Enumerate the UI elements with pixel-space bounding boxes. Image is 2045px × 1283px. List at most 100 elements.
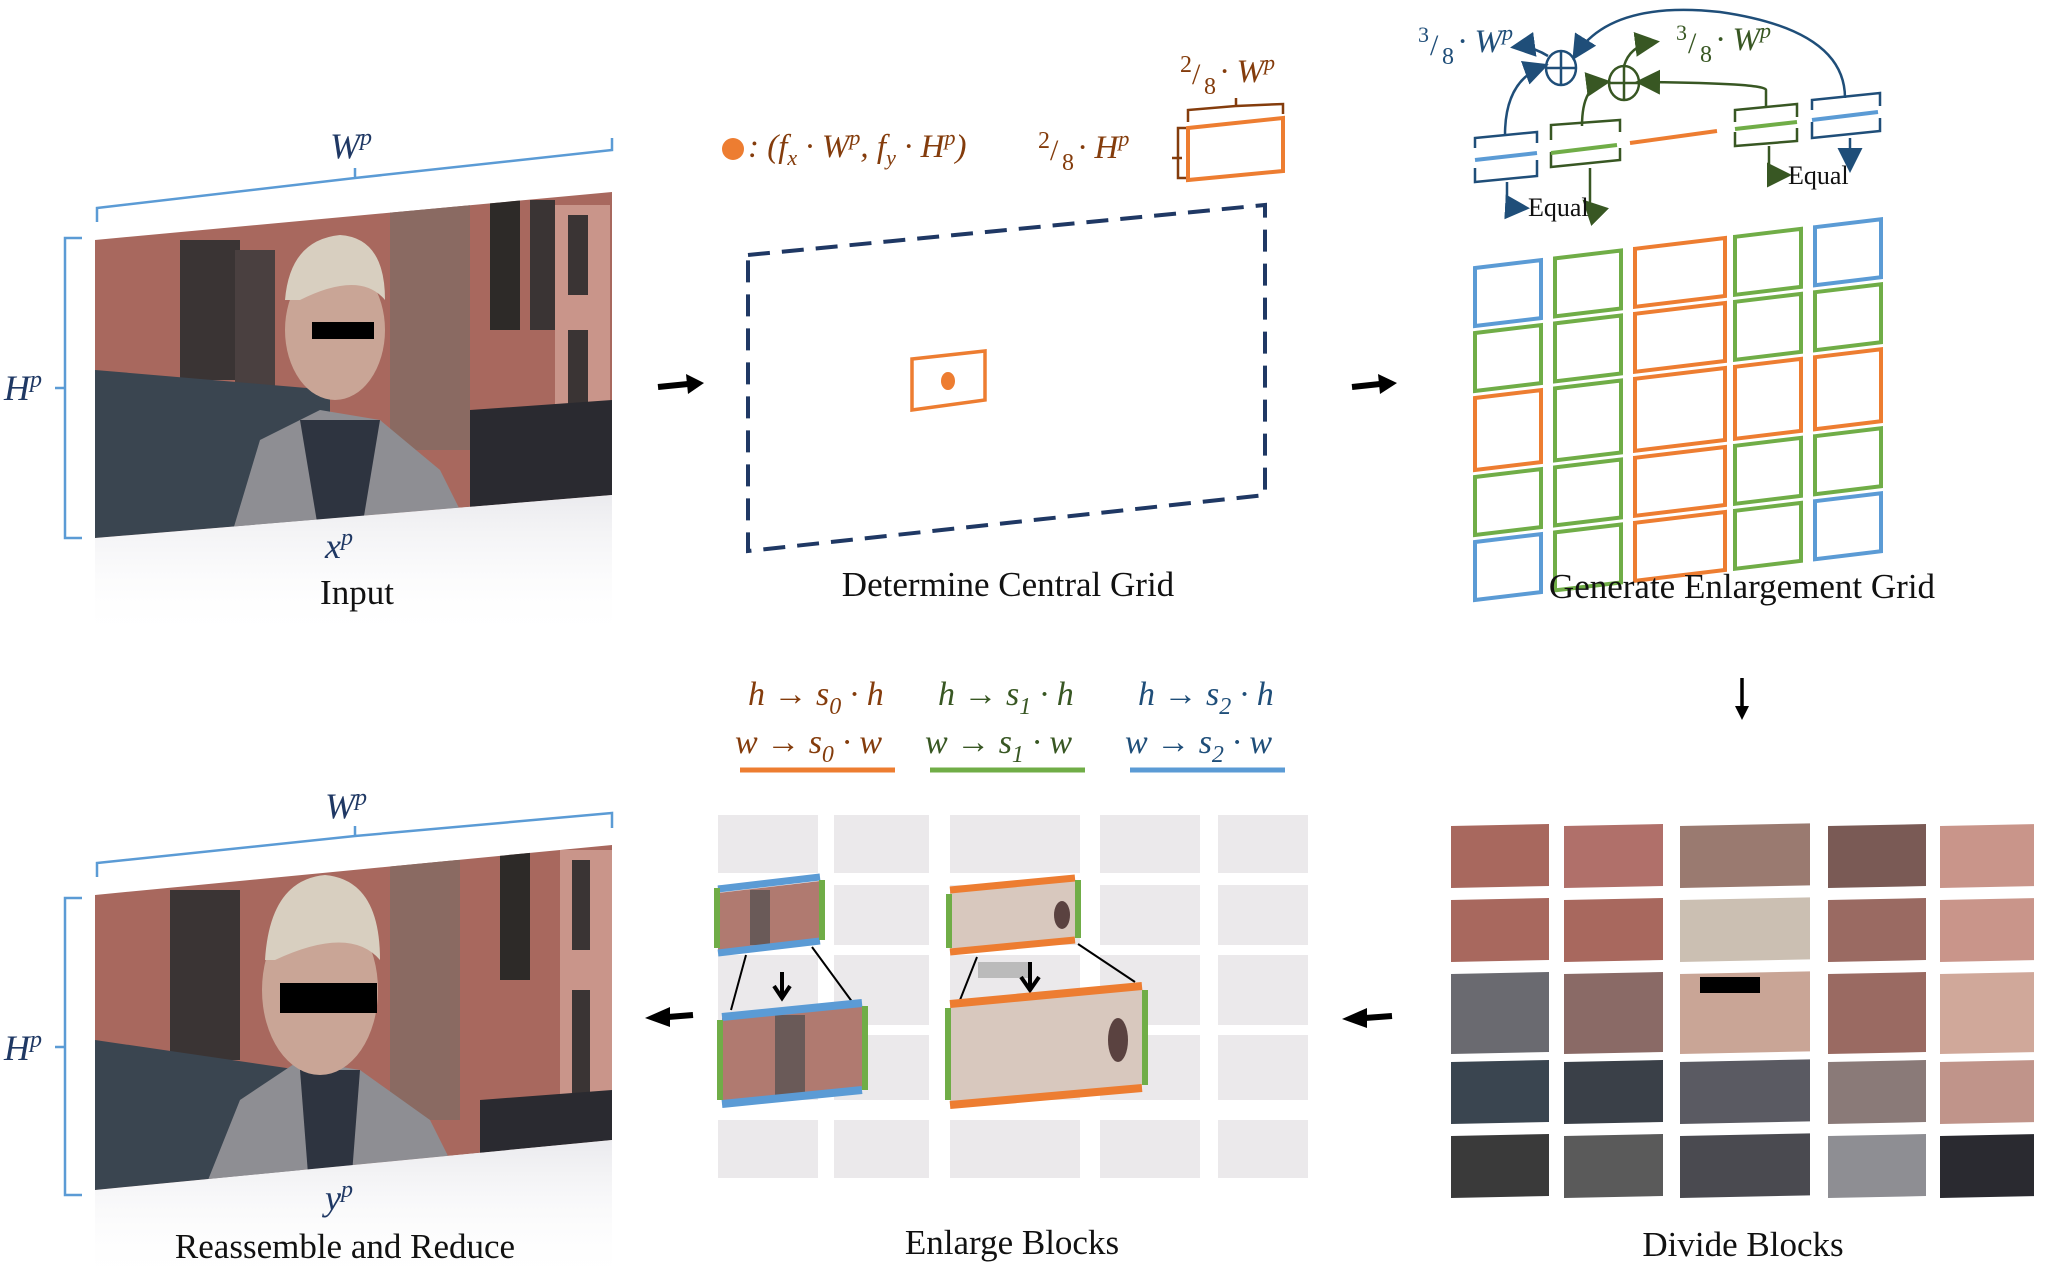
grid-cell — [1473, 257, 1543, 329]
faded-block — [1100, 1120, 1200, 1178]
image-block — [1680, 897, 1810, 962]
faded-block — [1100, 815, 1200, 873]
image-block — [1451, 824, 1549, 888]
input-reflection — [95, 495, 612, 640]
input-photo — [95, 192, 612, 538]
scale-formula: h → s0 · h — [748, 676, 884, 720]
image-block — [1564, 1134, 1663, 1198]
image-block — [1940, 972, 2034, 1054]
grid-cell — [1733, 500, 1803, 572]
frac-den: 8 — [1700, 42, 1712, 68]
image-block — [1451, 898, 1549, 962]
divide-blocks-stage: Divide Blocks — [1451, 823, 2034, 1264]
enlargement-grid-stage: 3 / 8 · Wp 3 / 8 · Wp — [1418, 8, 1936, 606]
image-block — [1940, 1060, 2034, 1124]
center-point-icon — [722, 138, 744, 160]
width-expr: · Wp — [1220, 50, 1275, 90]
scale-formula: h → s2 · h — [1138, 676, 1274, 720]
image-block — [1451, 1060, 1549, 1124]
faded-block — [950, 815, 1080, 873]
width-label: Wp — [325, 785, 367, 826]
arrow-down-icon — [1735, 678, 1749, 720]
image-block — [1564, 824, 1663, 888]
grid-cell — [1813, 347, 1883, 432]
faded-block — [1218, 1035, 1308, 1100]
grid-cell — [1633, 365, 1727, 454]
faded-block — [834, 815, 929, 873]
enlarged-block-example — [945, 874, 1148, 1109]
image-block — [1828, 898, 1926, 962]
frac-num: 2 — [1038, 128, 1050, 154]
central-grid-caption: Determine Central Grid — [842, 565, 1175, 604]
grid-cell — [1733, 291, 1803, 363]
image-frame-dashed — [746, 202, 1267, 554]
faded-block — [718, 1120, 818, 1178]
center-point — [941, 372, 955, 390]
image-block — [1680, 1059, 1810, 1124]
faded-block — [834, 885, 929, 945]
central-grid-stage: : (fx · Wp, fy · Hp) 2 / 8 · Hp 2 / 8 · … — [722, 50, 1285, 604]
output-reflection — [95, 1140, 612, 1283]
grid-cell — [1633, 235, 1727, 310]
image-label: xp — [324, 525, 353, 566]
image-block — [1564, 972, 1663, 1054]
width-bracket — [1186, 98, 1285, 122]
sum-icon — [1607, 64, 1641, 102]
equal-left-label: Equal — [1528, 193, 1589, 222]
grid-cell — [1813, 426, 1883, 497]
width-bracket — [95, 138, 614, 222]
scale-formula: w → s0 · w — [735, 724, 882, 768]
grid-cell — [1553, 248, 1623, 319]
grid-cell — [1633, 300, 1727, 375]
divided-blocks — [1451, 823, 2034, 1198]
grid-cell — [1633, 444, 1727, 519]
height-label: Hp — [3, 1027, 42, 1068]
image-block — [1451, 972, 1549, 1054]
sum-right-expr: · Wp — [1716, 18, 1771, 58]
divide-blocks-caption: Divide Blocks — [1642, 1225, 1843, 1264]
width-label: Wp — [330, 125, 372, 166]
image-block — [1451, 1134, 1549, 1198]
image-block — [1828, 972, 1926, 1054]
grid-cell — [1733, 435, 1803, 507]
grid-cell — [1553, 457, 1623, 528]
image-block — [1940, 824, 2034, 888]
frac-slash: / — [1430, 29, 1439, 62]
reassemble-caption: Reassemble and Reduce — [175, 1227, 515, 1266]
scale-formula: w → s2 · w — [1125, 724, 1272, 768]
privacy-bar — [1700, 977, 1760, 993]
frac-slash: / — [1192, 58, 1201, 91]
frac-den: 8 — [1442, 44, 1454, 70]
frac-den: 8 — [1062, 150, 1074, 176]
enlarge-blocks-caption: Enlarge Blocks — [905, 1223, 1119, 1262]
faded-block — [1218, 1120, 1308, 1178]
grid-cell — [1633, 509, 1727, 584]
image-block — [1940, 1134, 2034, 1198]
sum-left-expr: · Wp — [1458, 20, 1513, 60]
input-stage: Wp Hp xp Input — [3, 125, 614, 640]
arrow-left-icon — [1342, 1008, 1393, 1028]
reassemble-stage: Wp Hp yp Reassemble and Reduce — [3, 785, 614, 1283]
image-block — [1940, 898, 2034, 962]
frac-num: 3 — [1418, 22, 1429, 47]
grid-cell — [1813, 282, 1883, 353]
image-block — [1828, 1060, 1926, 1124]
central-segment — [1629, 129, 1718, 145]
enlargement-grid-caption: Generate Enlargement Grid — [1549, 567, 1936, 606]
height-bracket — [55, 896, 82, 1197]
height-expr: · Hp — [1078, 126, 1129, 166]
faded-block — [834, 1120, 929, 1178]
grid-cell — [1473, 531, 1543, 603]
scale-formula: w → s1 · w — [925, 724, 1072, 768]
image-label: yp — [322, 1177, 353, 1218]
frac-num: 3 — [1676, 20, 1687, 45]
privacy-bar — [280, 983, 377, 1013]
grid-cell — [1733, 226, 1803, 298]
arrow-right-icon — [1351, 374, 1397, 394]
center-point-formula: : (fx · Wp, fy · Hp) — [748, 125, 966, 170]
faded-block — [1218, 955, 1308, 1025]
image-block — [1680, 1133, 1810, 1198]
enlarged-block-example — [714, 873, 868, 1108]
scale-formula: h → s1 · h — [938, 676, 1074, 720]
